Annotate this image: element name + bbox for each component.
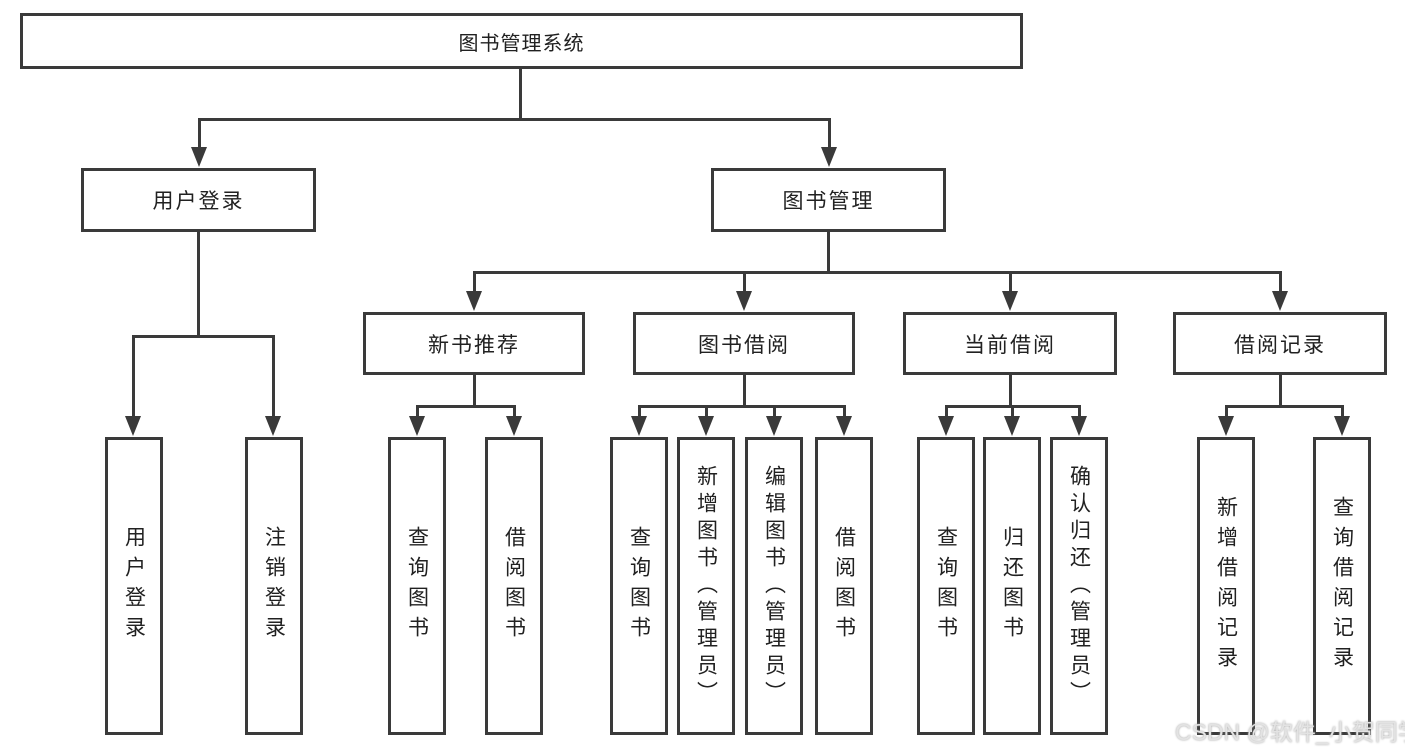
node-user-login: 用户登录 (81, 168, 316, 232)
csdn-watermark: CSDN @软件_小贺同学 (1175, 719, 1405, 745)
arrow-down-icon (631, 416, 647, 436)
connector-bar (638, 405, 846, 408)
node-book-management: 图书管理 (711, 168, 946, 232)
leaf-query-books-recommend: 查询图书 (388, 437, 446, 735)
connector-stub (473, 375, 476, 405)
leaf-label: 查询借阅记录 (1330, 496, 1354, 676)
connector-arrow-line (473, 271, 476, 291)
node-label: 图书借阅 (698, 333, 790, 357)
leaf-confirm-return-admin: 确认归还（管理员） (1050, 437, 1108, 735)
arrow-down-icon (191, 147, 207, 167)
arrow-down-icon (265, 416, 281, 436)
arrow-down-icon (1334, 416, 1350, 436)
node-label: 图书管理系统 (458, 32, 585, 55)
leaf-label: 用户登录 (122, 526, 146, 646)
node-library-management-system: 图书管理系统 (20, 13, 1023, 69)
leaf-logout: 注销登录 (245, 437, 303, 735)
leaf-label: 确认归还（管理员） (1067, 464, 1091, 708)
connector-arrow-line (828, 118, 831, 149)
arrow-down-icon (1218, 416, 1234, 436)
leaf-label: 查询图书 (934, 526, 958, 646)
node-book-borrowing: 图书借阅 (633, 312, 855, 375)
connector-stub (1009, 375, 1012, 405)
connector-user-login-bar (132, 335, 275, 338)
leaf-add-borrow-record: 新增借阅记录 (1197, 437, 1255, 735)
arrow-down-icon (1002, 291, 1018, 311)
leaf-label: 查询图书 (627, 526, 651, 646)
leaf-label: 归还图书 (1000, 526, 1024, 646)
leaf-label: 编辑图书（管理员） (762, 464, 786, 708)
connector-arrow-line (773, 405, 776, 416)
node-label: 新书推荐 (428, 333, 520, 357)
node-current-borrowing: 当前借阅 (903, 312, 1117, 375)
arrow-down-icon (466, 291, 482, 311)
arrow-down-icon (766, 416, 782, 436)
connector-root-stub (519, 69, 522, 118)
connector-arrow-line (272, 335, 275, 416)
node-label: 图书管理 (782, 190, 875, 213)
arrow-down-icon (1004, 416, 1020, 436)
connector-arrow-line (743, 271, 746, 291)
arrow-down-icon (736, 291, 752, 311)
connector-arrow-line (843, 405, 846, 416)
node-label: 借阅记录 (1234, 333, 1326, 357)
connector-arrow-line (513, 405, 516, 416)
connector-arrow-line (198, 118, 201, 149)
connector-bar (416, 405, 516, 408)
connector-bar (1225, 405, 1344, 408)
leaf-borrow-books: 借阅图书 (815, 437, 873, 735)
arrow-down-icon (125, 416, 141, 436)
leaf-edit-books-admin: 编辑图书（管理员） (745, 437, 803, 735)
leaf-label: 新增借阅记录 (1214, 496, 1238, 676)
arrow-down-icon (1272, 291, 1288, 311)
connector-arrow-line (1009, 271, 1012, 291)
leaf-query-books-current: 查询图书 (917, 437, 975, 735)
arrow-down-icon (409, 416, 425, 436)
connector-stub (743, 375, 746, 405)
leaf-return-books: 归还图书 (983, 437, 1041, 735)
connector-arrow-line (705, 405, 708, 416)
connector-root-bar (198, 118, 831, 121)
connector-arrow-line (416, 405, 419, 416)
connector-stub (1279, 375, 1282, 405)
connector-arrow-line (1279, 271, 1282, 291)
node-borrowing-records: 借阅记录 (1173, 312, 1387, 375)
node-label: 当前借阅 (964, 333, 1056, 357)
leaf-label: 查询图书 (405, 526, 429, 646)
arrow-down-icon (698, 416, 714, 436)
connector-arrow-line (1078, 405, 1081, 416)
leaf-label: 新增图书（管理员） (694, 464, 718, 708)
leaf-query-books-borrowing: 查询图书 (610, 437, 668, 735)
connector-arrow-line (132, 335, 135, 416)
connector-user-login-stub (197, 232, 200, 335)
leaf-user-login: 用户登录 (105, 437, 163, 735)
connector-arrow-line (945, 405, 948, 416)
arrow-down-icon (821, 147, 837, 167)
leaf-borrow-books-recommend: 借阅图书 (485, 437, 543, 735)
arrow-down-icon (506, 416, 522, 436)
connector-book-mgmt-stub (827, 232, 830, 271)
connector-arrow-line (1225, 405, 1228, 416)
connector-arrow-line (1341, 405, 1344, 416)
leaf-query-borrow-record: 查询借阅记录 (1313, 437, 1371, 735)
leaf-add-books-admin: 新增图书（管理员） (677, 437, 735, 735)
connector-arrow-line (1011, 405, 1014, 416)
connector-arrow-line (638, 405, 641, 416)
arrow-down-icon (938, 416, 954, 436)
leaf-label: 注销登录 (262, 526, 286, 646)
arrow-down-icon (836, 416, 852, 436)
node-label: 用户登录 (152, 190, 245, 213)
leaf-label: 借阅图书 (832, 526, 856, 646)
connector-book-mgmt-bar (473, 271, 1282, 274)
leaf-label: 借阅图书 (502, 526, 526, 646)
arrow-down-icon (1071, 416, 1087, 436)
node-new-book-recommendation: 新书推荐 (363, 312, 585, 375)
